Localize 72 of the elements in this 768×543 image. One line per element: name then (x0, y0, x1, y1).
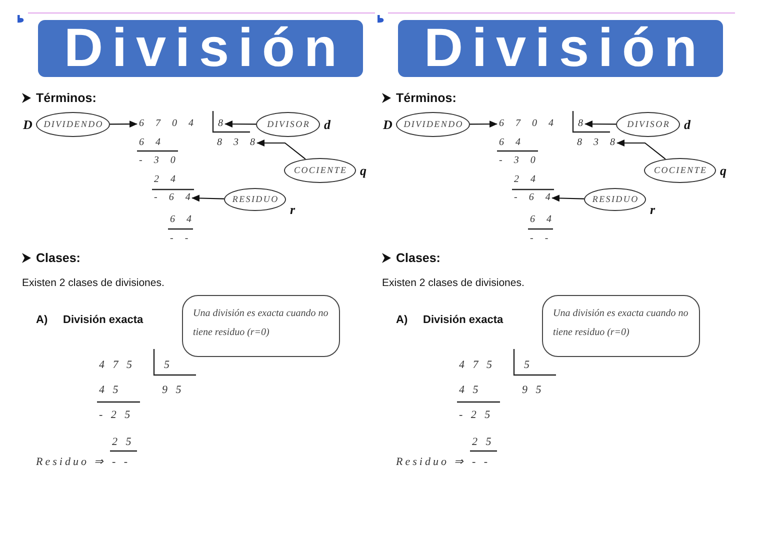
quotient-number: 9 5 (522, 383, 542, 397)
subtraction-number: 2 4 (154, 173, 176, 187)
variable-letter: d (684, 118, 690, 132)
difference-number: - 2 5 (459, 408, 490, 422)
arrow (616, 140, 666, 160)
difference-number: - 3 0 (499, 154, 536, 168)
variable-letter: r (650, 202, 656, 216)
term-ellipse: DIVIDENDO (396, 112, 470, 137)
remainder-label: Residuo ⇒ (396, 455, 466, 469)
term-ellipse: COCIENTE (284, 158, 356, 183)
subtraction-number: 6 4 (170, 213, 192, 227)
section-heading: Clases: (36, 250, 80, 266)
definition-callout: Una división es exacta cuando no tiene residuo (r=0) (542, 295, 700, 357)
term-ellipse: RESIDUO (224, 188, 286, 211)
variable-letter: q (360, 164, 366, 178)
remainder-dashes: - - (170, 232, 188, 246)
arrow (224, 120, 256, 128)
remainder-number: - 6 4 (514, 191, 550, 205)
term-ellipse: DIVISOR (616, 112, 680, 137)
difference-number: - 3 0 (139, 154, 176, 168)
section-heading: Términos: (36, 90, 96, 106)
body-text: Existen 2 clases de divisiones. (22, 276, 164, 291)
body-text: Existen 2 clases de divisiones. (382, 276, 524, 291)
subsection-heading: División exacta (63, 313, 144, 328)
subtraction-number: 6 4 (499, 136, 520, 150)
quotient-number: 9 5 (162, 383, 182, 397)
divisor-number: 8 (578, 117, 583, 131)
variable-letter: d (324, 118, 330, 132)
remainder-label: Residuo ⇒ (36, 455, 106, 469)
remainder-dashes: - - (530, 232, 548, 246)
dividend-number: 4 7 5 (99, 358, 132, 372)
subtraction-number: 2 4 (514, 173, 536, 187)
remainder-number: - 6 4 (154, 191, 190, 205)
variable-letter: q (720, 164, 726, 178)
term-ellipse: DIVISOR (256, 112, 320, 137)
item-letter: A) (36, 313, 48, 328)
title-banner: División (38, 20, 363, 77)
arrow (256, 140, 306, 160)
divisor-number: 5 (164, 358, 170, 372)
arrow (192, 194, 224, 202)
subtraction-number: 4 5 (99, 383, 118, 397)
dividend-number: 4 7 5 (459, 358, 492, 372)
term-ellipse: RESIDUO (584, 188, 646, 211)
section-heading: Términos: (396, 90, 456, 106)
subtraction-number: 4 5 (459, 383, 478, 397)
arrow (552, 194, 584, 202)
remainder-dashes: - - (472, 455, 488, 469)
variable-letter: D (23, 118, 32, 132)
subtraction-number: 2 5 (112, 435, 132, 449)
arrow (110, 120, 138, 128)
variable-letter: r (290, 202, 296, 216)
section-heading: Clases: (396, 250, 440, 266)
difference-number: - 2 5 (99, 408, 130, 422)
divisor-number: 8 (218, 117, 223, 131)
dividend-number: 6 7 0 4 (499, 117, 554, 131)
divisor-number: 5 (524, 358, 530, 372)
item-letter: A) (396, 313, 408, 328)
subtraction-number: 2 5 (472, 435, 492, 449)
definition-callout: Una división es exacta cuando no tiene residuo (r=0) (182, 295, 340, 357)
dividend-number: 6 7 0 4 (139, 117, 194, 131)
subsection-heading: División exacta (423, 313, 504, 328)
variable-letter: D (383, 118, 392, 132)
term-ellipse: COCIENTE (644, 158, 716, 183)
arrow (470, 120, 498, 128)
title-banner: División (398, 20, 723, 77)
term-ellipse: DIVIDENDO (36, 112, 110, 137)
quotient-number: 8 3 8 (577, 136, 615, 150)
quotient-number: 8 3 8 (217, 136, 255, 150)
arrow (584, 120, 616, 128)
subtraction-number: 6 4 (139, 136, 160, 150)
remainder-dashes: - - (112, 455, 128, 469)
subtraction-number: 6 4 (530, 213, 552, 227)
